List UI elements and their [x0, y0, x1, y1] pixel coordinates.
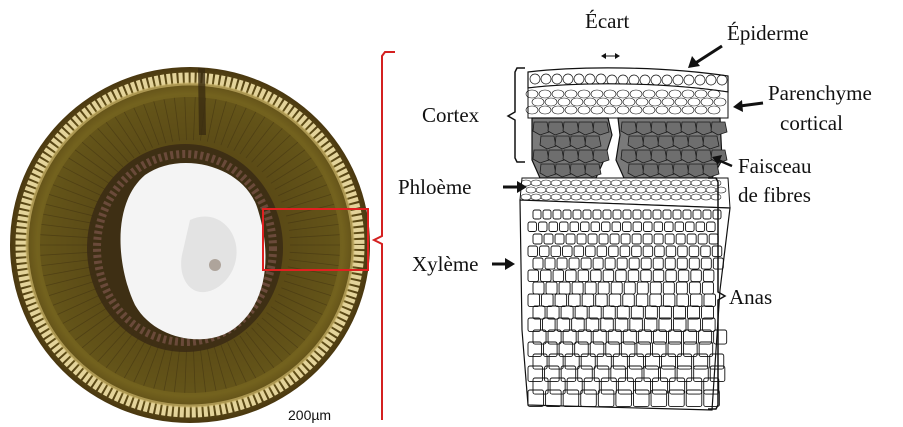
micrograph: 200µm — [0, 0, 380, 427]
scale-bar-label: 200µm — [288, 407, 331, 423]
label-parenchyme-1: Parenchyme — [768, 81, 872, 105]
cortex-bracket — [508, 68, 525, 162]
label-anas: Anas — [729, 285, 772, 309]
label-ecart: Écart — [585, 9, 629, 33]
parenchyme-arrow — [733, 100, 763, 112]
label-xyleme: Xylème — [412, 252, 478, 276]
label-epiderme: Épiderme — [727, 21, 809, 45]
ecart-arrow — [601, 53, 620, 59]
xyleme-arrow — [492, 258, 515, 270]
label-cortex: Cortex — [422, 103, 480, 127]
label-phloeme: Phloème — [398, 175, 472, 199]
schematic: Écart — [398, 9, 872, 410]
label-faisceau-2: de fibres — [738, 183, 811, 207]
label-parenchyme-2: cortical — [780, 111, 843, 135]
label-faisceau-1: Faisceau — [738, 154, 812, 178]
epiderme-arrow — [688, 46, 722, 68]
